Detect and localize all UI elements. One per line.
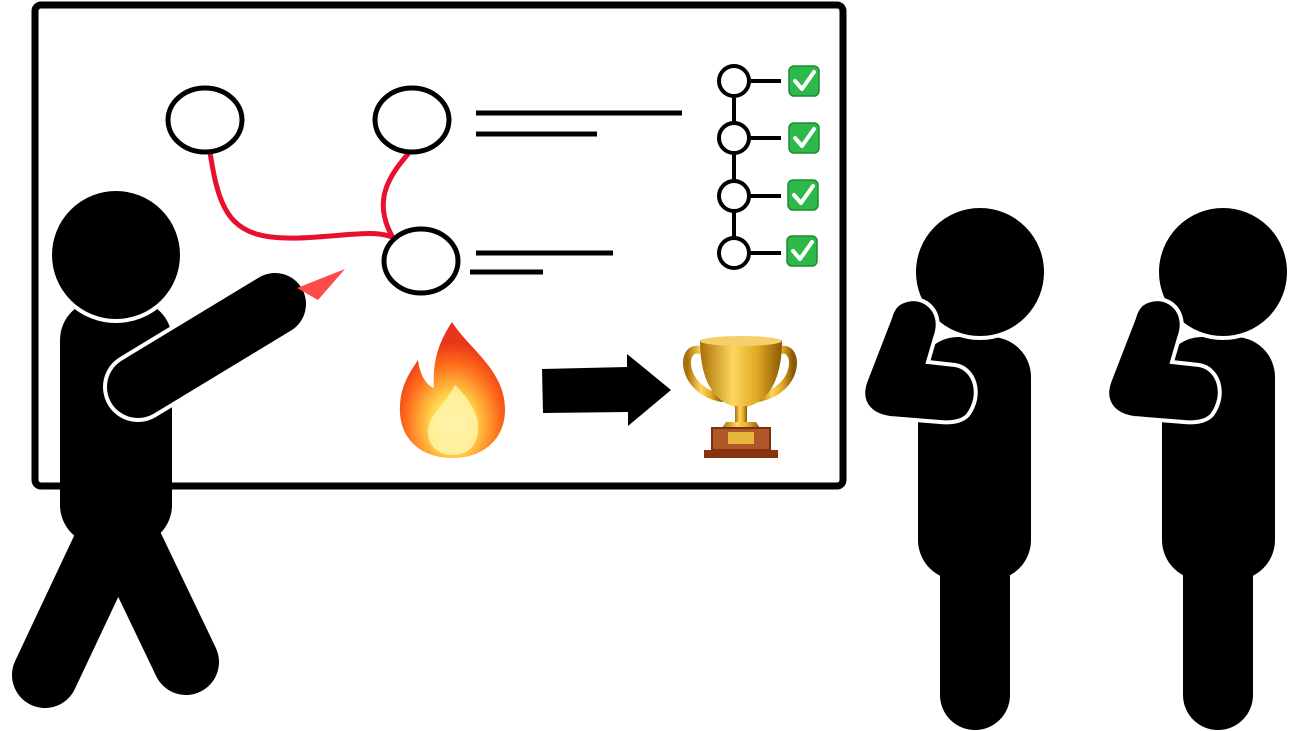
audience-figure: [861, 204, 1048, 730]
checklist: [717, 64, 820, 270]
presenter-head: [48, 187, 184, 323]
diagram-node-left: [165, 85, 245, 155]
checklist-item: [717, 179, 819, 213]
connector-line-top: [380, 151, 411, 239]
marker-pen: [297, 269, 345, 300]
check-icon: [787, 179, 819, 211]
checklist-item: [717, 121, 820, 155]
check-icon: [786, 235, 818, 267]
check-icon: [788, 65, 820, 97]
check-icon: [788, 122, 820, 154]
diagram-node-bottom: [381, 226, 461, 296]
checklist-item: [717, 64, 820, 98]
presenter-figure: [12, 187, 345, 708]
audience-arm: [1105, 297, 1222, 425]
audience-figure: [1105, 204, 1291, 730]
diagram-node-top: [372, 85, 452, 155]
audience-arm: [861, 297, 978, 425]
audience-head: [912, 204, 1048, 340]
audience-head: [1155, 204, 1291, 340]
connector-line-left: [207, 149, 401, 243]
fire-icon: [399, 322, 505, 458]
trophy-icon: [683, 336, 797, 458]
arrow-right-icon: [542, 354, 671, 426]
checklist-item: [717, 235, 818, 270]
